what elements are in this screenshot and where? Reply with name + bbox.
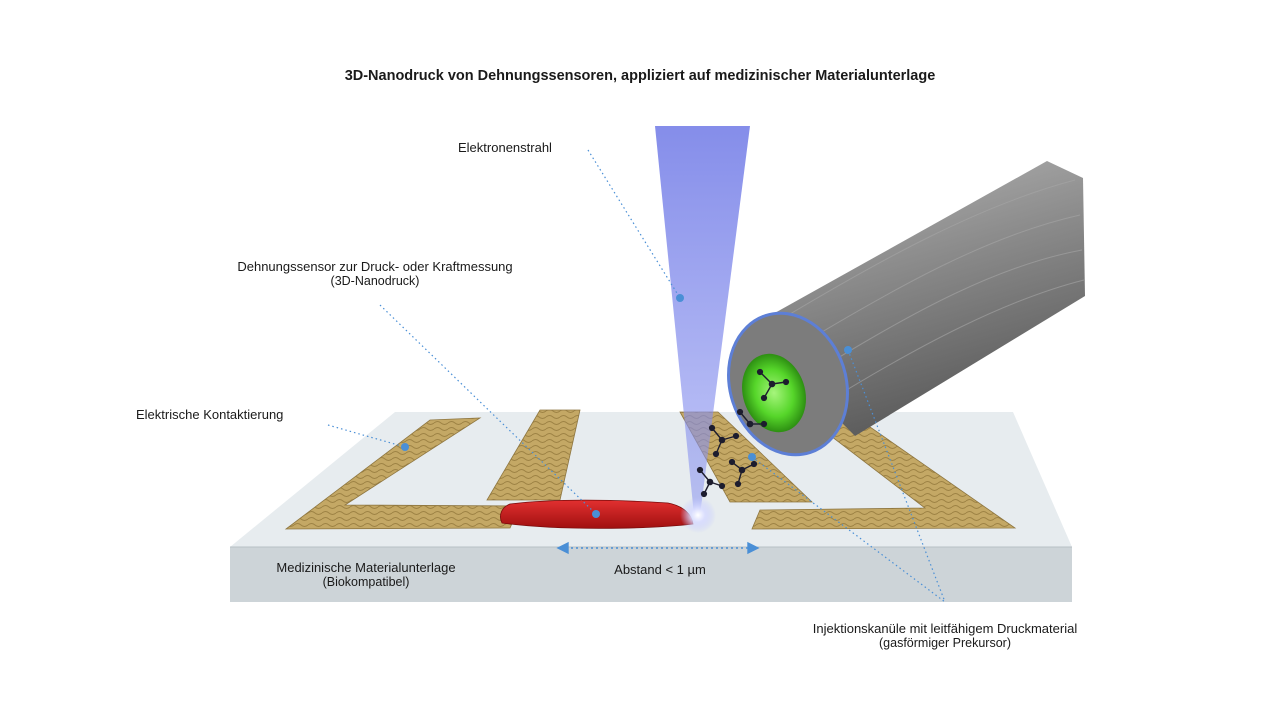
label-substrate-title: Medizinische Materialunterlage — [276, 560, 456, 575]
label-injection-needle-title: Injektionskanüle mit leitfähigem Druckma… — [812, 621, 1078, 636]
distance-arrow — [556, 541, 760, 555]
leader-dots — [401, 294, 852, 518]
diagram-title: 3D-Nanodruck von Dehnungssensoren, appli… — [344, 68, 936, 84]
electrode-left-inner — [486, 409, 581, 501]
label-injection-needle-sub: (gasförmiger Prekursor) — [879, 636, 1011, 650]
label-electrical-contacts: Elektrische Kontaktierung — [136, 407, 284, 422]
leader-sensor — [379, 304, 597, 515]
label-strain-sensor: Dehnungssensor zur Druck- oder Kraftmess… — [190, 259, 560, 288]
label-substrate: Medizinische Materialunterlage (Biokompa… — [236, 560, 496, 589]
label-strain-sensor-title: Dehnungssensor zur Druck- oder Kraftmess… — [237, 259, 513, 274]
leader-lines — [327, 149, 946, 603]
precursor-molecules — [696, 368, 790, 498]
label-injection-needle: Injektionskanüle mit leitfähigem Druckma… — [770, 621, 1120, 650]
label-substrate-sub: (Biokompatibel) — [322, 575, 410, 589]
leader-needle-a — [847, 349, 946, 603]
substrate-front-face — [230, 547, 1072, 602]
label-distance: Abstand < 1 µm — [614, 562, 706, 577]
electron-beam — [655, 126, 750, 515]
label-strain-sensor-sub: (3D-Nanodruck) — [330, 274, 420, 288]
label-electron-beam: Elektronenstrahl — [458, 140, 552, 155]
leader-beam — [587, 149, 681, 299]
beam-focus-glow — [680, 497, 716, 533]
